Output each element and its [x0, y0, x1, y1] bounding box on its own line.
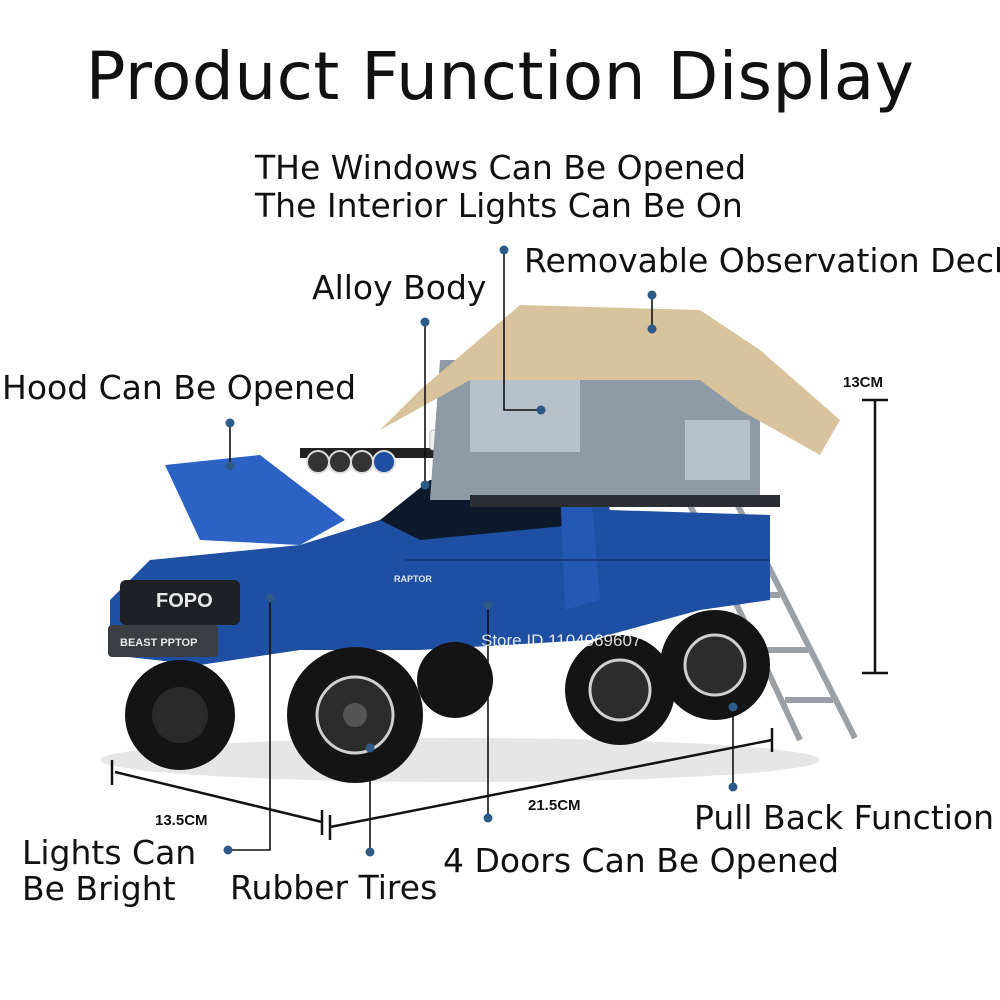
label-lights-line2: Be Bright	[22, 869, 176, 908]
dimension-height-label: 13CM	[843, 374, 884, 391]
wheel-front-left	[125, 660, 235, 770]
label-windows: THe Windows Can Be Opened	[255, 148, 747, 187]
wheel-rear	[660, 610, 770, 720]
store-watermark: Store ID 1104069607	[481, 631, 642, 650]
page-title: Product Function Display	[85, 38, 915, 115]
label-observation-deck: Removable Observation Deck	[524, 241, 1000, 280]
wheel-front-right	[287, 647, 423, 783]
dimension-width-label: 13.5CM	[155, 812, 208, 829]
label-alloy-body: Alloy Body	[312, 268, 487, 307]
label-pull-back: Pull Back Function	[694, 798, 995, 837]
wheel-mid	[565, 635, 675, 745]
dimension-height	[862, 398, 888, 675]
dimension-length-label: 21.5CM	[528, 797, 581, 814]
label-rubber-tires: Rubber Tires	[230, 868, 438, 907]
callout-leaders	[223, 245, 738, 857]
label-lights-line1: Lights Can	[22, 833, 197, 872]
dimension-width	[110, 760, 324, 835]
grille-badge: FOPO	[156, 590, 213, 612]
door-badge: RAPTOR	[394, 574, 432, 584]
truck-body	[108, 455, 770, 665]
dimension-length	[328, 728, 774, 840]
tent-canopy	[380, 305, 840, 455]
label-interior-lights: The Interior Lights Can Be On	[255, 186, 743, 225]
wheel-back-left	[417, 642, 493, 718]
open-hood	[165, 455, 345, 545]
tent-window	[470, 372, 580, 452]
roof-tent	[380, 305, 840, 507]
bumper-badge: BEAST PPTOP	[120, 637, 197, 649]
ground-shadow	[100, 738, 820, 782]
open-door	[560, 480, 600, 610]
label-hood: Hood Can Be Opened	[2, 368, 357, 407]
grille	[120, 580, 240, 625]
label-doors: 4 Doors Can Be Opened	[443, 841, 840, 880]
front-bumper	[108, 625, 218, 657]
